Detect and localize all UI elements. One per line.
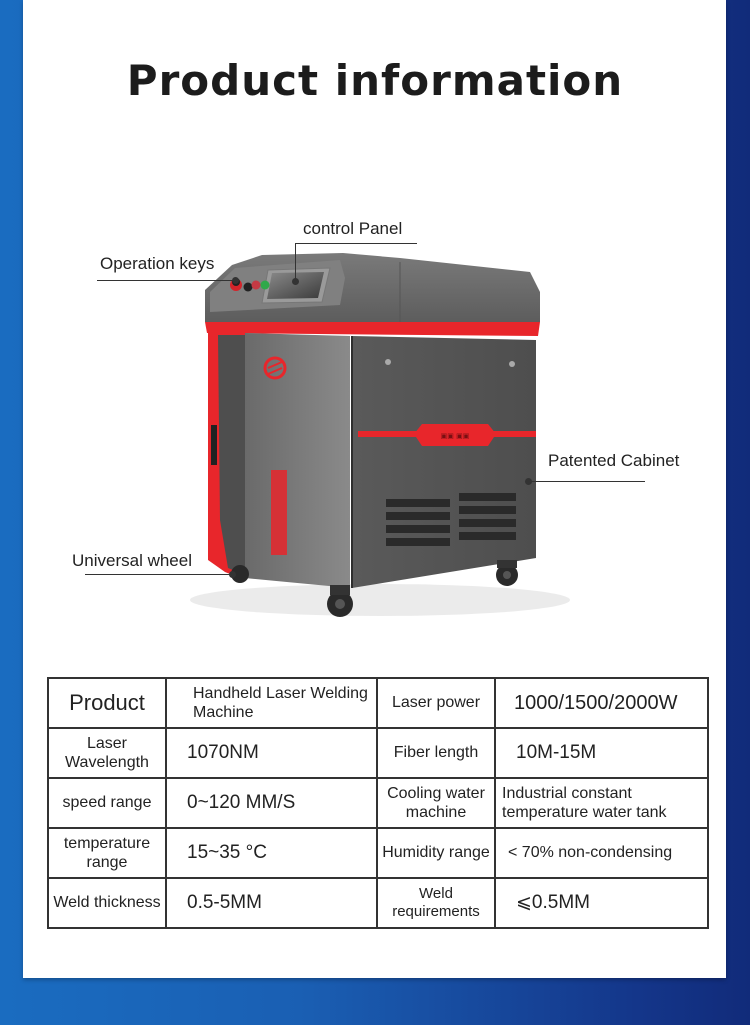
spec-table: Product Handheld Laser Welding Machine L…: [47, 677, 709, 929]
laser-welding-machine-illustration: ▣▣ ▣▣: [190, 253, 570, 617]
callout-patented-cabinet-label: Patented Cabinet: [548, 451, 680, 470]
callout-control-panel-line: [295, 243, 417, 244]
callout-control-panel-label: control Panel: [303, 219, 403, 238]
table-row: Product Handheld Laser Welding Machine L…: [47, 677, 709, 729]
callout-patented-cabinet-line: [528, 481, 645, 482]
page-title: Product information: [126, 56, 624, 105]
spec-value-cooling-water-machine: Industrial constant temperature water ta…: [494, 777, 709, 829]
callout-universal-wheel-dot: [229, 571, 236, 578]
spec-label-product: Product: [47, 677, 167, 729]
spec-label-laser-power: Laser power: [376, 677, 496, 729]
spec-value-fiber-length: 10M-15M: [494, 727, 709, 779]
callout-control-panel-dot: [292, 278, 299, 285]
table-row: speed range 0~120 MM/S Cooling water mac…: [47, 777, 709, 829]
spec-label-speed-range: speed range: [47, 777, 167, 829]
callout-operation-keys-label: Operation keys: [100, 254, 215, 273]
spec-value-humidity-range: < 70% non-condensing: [494, 827, 709, 879]
spec-value-laser-power: 1000/1500/2000W: [494, 677, 709, 729]
spec-label-weld-requirements: Weld requirements: [376, 877, 496, 929]
spec-label-temperature-range: temperature range: [47, 827, 167, 879]
callout-operation-keys-line: [97, 280, 235, 281]
callout-patented-cabinet-dot: [525, 478, 532, 485]
spec-label-humidity-range: Humidity range: [376, 827, 496, 879]
table-row: temperature range 15~35 °C Humidity rang…: [47, 827, 709, 879]
spec-value-product: Handheld Laser Welding Machine: [165, 677, 378, 729]
spec-value-laser-wavelength: 1070NM: [165, 727, 378, 779]
spec-label-weld-thickness: Weld thickness: [47, 877, 167, 929]
table-row: Weld thickness 0.5-5MM Weld requirements…: [47, 877, 709, 929]
table-row: Laser Wavelength 1070NM Fiber length 10M…: [47, 727, 709, 779]
callout-universal-wheel-line: [85, 574, 233, 575]
spec-label-fiber-length: Fiber length: [376, 727, 496, 779]
callout-operation-keys-dot: [232, 277, 239, 284]
spec-value-weld-thickness: 0.5-5MM: [165, 877, 378, 929]
svg-text:▣▣ ▣▣: ▣▣ ▣▣: [441, 432, 470, 440]
spec-value-speed-range: 0~120 MM/S: [165, 777, 378, 829]
spec-label-cooling-water-machine: Cooling water machine: [376, 777, 496, 829]
callout-universal-wheel-label: Universal wheel: [72, 551, 192, 570]
spec-value-weld-requirements: ⩽0.5MM: [494, 877, 709, 929]
spec-value-temperature-range: 15~35 °C: [165, 827, 378, 879]
callout-control-panel-leader: [295, 243, 296, 281]
spec-label-laser-wavelength: Laser Wavelength: [47, 727, 167, 779]
